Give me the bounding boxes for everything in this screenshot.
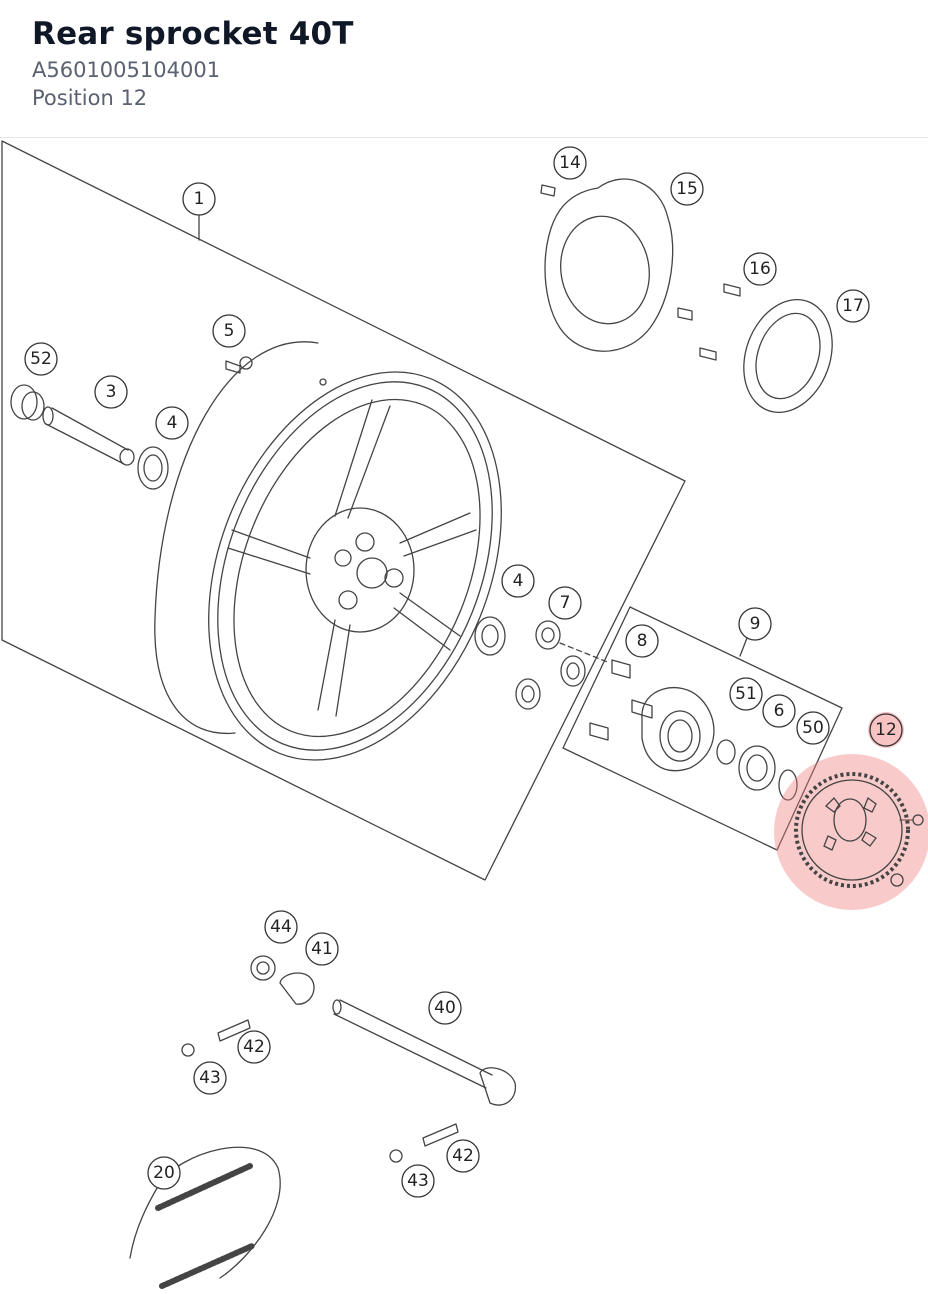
- callout-9[interactable]: [738, 607, 772, 641]
- callout-label: 17: [842, 296, 864, 316]
- part-header: Rear sprocket 40T A5601005104001 Positio…: [0, 0, 928, 138]
- bearings-drawing: [474, 616, 611, 710]
- callout-label: 44: [270, 917, 292, 937]
- callout-44[interactable]: [264, 910, 298, 944]
- callout-42-left[interactable]: [237, 1030, 271, 1064]
- callout-label: 5: [224, 321, 235, 341]
- callout-label: 51: [735, 684, 757, 704]
- callout-16[interactable]: [743, 252, 777, 286]
- callout-12[interactable]: [869, 713, 903, 747]
- callout-label: 42: [452, 1146, 474, 1166]
- callout-label: 9: [750, 614, 761, 634]
- left-axle-parts-drawing: [10, 356, 253, 490]
- callout-8[interactable]: [625, 624, 659, 658]
- callout-label: 14: [559, 153, 581, 173]
- callout-label: 15: [676, 179, 698, 199]
- callout-3[interactable]: [94, 375, 128, 409]
- callout-52[interactable]: [24, 342, 58, 376]
- callout-5[interactable]: [212, 314, 246, 348]
- chain-drawing: [129, 1146, 281, 1289]
- callout-15[interactable]: [670, 172, 704, 206]
- callout-43-right[interactable]: [401, 1164, 435, 1198]
- callout-7[interactable]: [548, 586, 582, 620]
- callout-43-left[interactable]: [193, 1061, 227, 1095]
- callout-4-center[interactable]: [501, 564, 535, 598]
- callout-51[interactable]: [729, 677, 763, 711]
- callout-label: 3: [106, 382, 117, 402]
- callout-20[interactable]: [147, 1156, 181, 1190]
- wheel-assembly-frame: [1, 140, 686, 881]
- hub-assembly-frame: [562, 606, 843, 851]
- callout-6[interactable]: [762, 694, 796, 728]
- callout-label: 7: [560, 593, 571, 613]
- callout-label: 50: [802, 718, 824, 738]
- callout-label: 1: [194, 189, 205, 209]
- carrier-plate-drawing: [743, 298, 833, 414]
- rear-axle-drawing: [181, 955, 517, 1163]
- callout-17[interactable]: [836, 289, 870, 323]
- callout-42-right[interactable]: [446, 1139, 480, 1173]
- callout-label: 41: [311, 939, 333, 959]
- sprocket-highlight[interactable]: [774, 754, 928, 910]
- part-number: A5601005104001: [32, 58, 221, 82]
- exploded-parts-diagram: 1 3 4 4 5 6 7 8 9 12 14 15 16 17 20 40 4…: [0, 138, 928, 1290]
- callout-label: 4: [513, 571, 524, 591]
- callout-12-highlight[interactable]: [868, 712, 904, 748]
- callout-50[interactable]: [796, 711, 830, 745]
- callout-label: 43: [407, 1171, 429, 1191]
- callout-label: 6: [774, 701, 785, 721]
- wheel-drawing: [154, 341, 502, 761]
- brake-disc-drawing: [540, 178, 741, 361]
- callout-1[interactable]: [182, 182, 216, 216]
- leader-lines: [198, 214, 914, 821]
- callout-label: 43: [199, 1068, 221, 1088]
- part-position: Position 12: [32, 86, 148, 110]
- hub-carrier-drawing: [589, 659, 798, 801]
- callout-label: 4: [167, 413, 178, 433]
- callout-label-12: 12: [875, 720, 897, 740]
- callout-40[interactable]: [428, 991, 462, 1025]
- rear-sprocket-drawing[interactable]: [794, 772, 924, 888]
- callout-label: 52: [30, 349, 52, 369]
- callout-4-left[interactable]: [155, 406, 189, 440]
- callout-14[interactable]: [553, 146, 587, 180]
- callout-label: 42: [243, 1037, 265, 1057]
- callout-label: 40: [434, 998, 456, 1018]
- part-title: Rear sprocket 40T: [32, 16, 354, 52]
- callout-41[interactable]: [305, 932, 339, 966]
- callout-label: 20: [153, 1163, 175, 1183]
- callout-label: 8: [637, 631, 648, 651]
- callout-label: 16: [749, 259, 771, 279]
